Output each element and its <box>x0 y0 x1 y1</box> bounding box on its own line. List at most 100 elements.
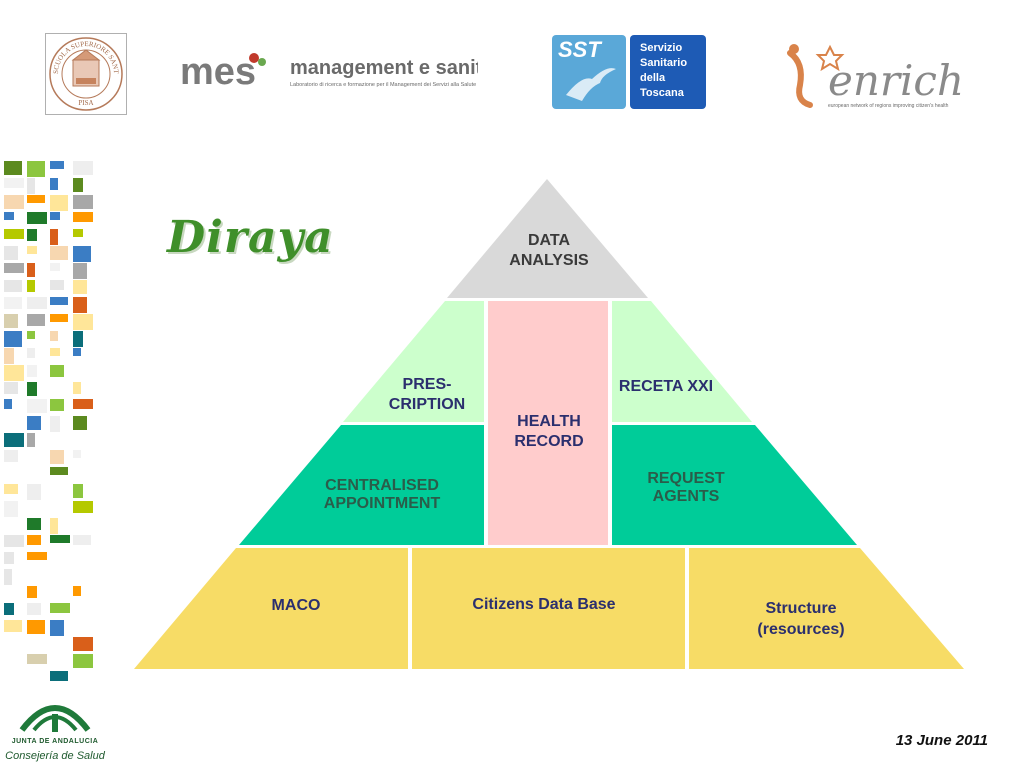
mosaic-tile <box>27 280 35 292</box>
mosaic-tile <box>4 501 18 517</box>
junta-line2: Consejería de Salud <box>5 750 105 762</box>
mosaic-tile <box>50 365 64 377</box>
scuola-superiore-sant-anna-seal-icon: SCUOLA SUPERIORE SANT'ANNA PISA <box>43 28 127 115</box>
label-citizens-data-base: Citizens Data Base <box>472 596 616 613</box>
label-centralised-line2: APPOINTMENT <box>323 495 441 512</box>
mosaic-tile <box>27 654 47 664</box>
mosaic-tile <box>73 348 81 356</box>
label-health-record-line1: HEALTH <box>517 413 581 430</box>
mosaic-tile <box>50 348 60 356</box>
sst-line3: della <box>640 72 666 84</box>
label-maco: MACO <box>271 597 321 614</box>
mosaic-tile <box>50 314 68 322</box>
mosaic-tile <box>4 195 24 209</box>
mosaic-tile <box>27 586 37 598</box>
mosaic-tile <box>73 314 93 330</box>
mosaic-tile <box>4 263 24 273</box>
mosaic-tile <box>4 535 24 547</box>
mosaic-tile <box>73 178 83 192</box>
mosaic-tile <box>50 280 64 290</box>
mosaic-tile <box>4 484 18 494</box>
mosaic-tile <box>50 518 58 534</box>
mosaic-tile <box>4 348 14 364</box>
mosaic-tile <box>73 654 93 668</box>
slide-date: 13 June 2011 <box>895 732 988 749</box>
label-data-analysis-line2: ANALYSIS <box>509 252 589 269</box>
mosaic-tile <box>73 535 91 545</box>
mosaic-tile <box>27 399 47 413</box>
mosaic-tile <box>73 280 87 294</box>
mosaic-tile <box>4 552 14 564</box>
mosaic-tile <box>50 246 68 260</box>
mosaic-tile <box>27 535 41 545</box>
mosaic-tile <box>50 603 70 613</box>
junta-line1: JUNTA DE ANDALUCIA <box>11 738 99 745</box>
sst-pegasus-logo-icon: SST Servizio Sanitario della Toscana <box>552 35 706 109</box>
sst-line4: Toscana <box>640 87 685 99</box>
mosaic-tile <box>4 365 24 381</box>
mosaic-tile <box>73 382 81 394</box>
mosaic-tile <box>73 484 83 498</box>
label-centralised-line1: CENTRALISED <box>325 477 439 494</box>
mosaic-tile <box>73 246 91 262</box>
mosaic-tile <box>4 280 22 292</box>
mosaic-tile <box>4 246 18 260</box>
mosaic-tile <box>50 416 60 432</box>
label-structure-resources: Structure (resources) <box>757 598 844 640</box>
mosaic-tile <box>4 399 12 409</box>
mosaic-tile <box>50 671 68 681</box>
mosaic-tile <box>73 331 83 347</box>
mosaic-tile <box>27 331 35 339</box>
mosaic-tile <box>50 450 64 464</box>
pyramid-right-lower-section <box>612 425 857 545</box>
mosaic-tile <box>27 229 37 241</box>
mosaic-tile <box>4 433 24 447</box>
mosaic-tile <box>73 416 87 430</box>
mosaic-tile <box>4 212 14 220</box>
mes-subtitle: Laboratorio di ricerca e formazione per … <box>290 82 476 88</box>
mosaic-tile <box>4 382 18 394</box>
mosaic-tile <box>73 399 93 409</box>
pyramid-left-lower-section <box>239 425 484 545</box>
mosaic-tile <box>4 314 18 328</box>
mosaic-tile <box>27 365 37 377</box>
label-structure-line2: (resources) <box>757 621 845 638</box>
label-receta-xxi: RECETA XXI <box>618 378 714 395</box>
label-data-analysis: DATA ANALYSIS <box>509 231 588 271</box>
mosaic-tile <box>73 501 93 513</box>
mosaic-tile <box>73 297 87 313</box>
mosaic-tile <box>27 518 41 530</box>
mosaic-tile <box>73 212 93 222</box>
mosaic-tile <box>4 450 18 462</box>
pyramid-base-right-section <box>689 548 964 669</box>
mosaic-tile <box>50 263 60 271</box>
mosaic-tile <box>50 178 58 190</box>
mosaic-tile <box>73 637 93 651</box>
mosaic-tile <box>27 263 35 277</box>
mosaic-tile <box>73 161 93 175</box>
mosaic-tile <box>4 620 22 632</box>
pyramid-base-center-section <box>412 548 685 669</box>
pyramid-right-upper-section <box>612 301 752 422</box>
mosaic-tile <box>27 212 47 224</box>
mosaic-tile <box>4 297 22 309</box>
mosaic-tile <box>27 484 41 500</box>
mosaic-tile <box>4 569 12 585</box>
mosaic-tile <box>4 178 24 188</box>
mosaic-tile <box>27 246 37 254</box>
mosaic-tile <box>50 399 64 411</box>
label-prescription: PRES- CRIPTION <box>389 375 465 415</box>
mosaic-tile <box>50 212 60 220</box>
mosaic-tile <box>73 195 93 209</box>
mosaic-tile <box>27 195 45 203</box>
label-prescription-line1: PRES- <box>402 376 452 393</box>
enrich-subtitle: european network of regions improving ci… <box>828 103 949 109</box>
mosaic-tile <box>73 450 81 458</box>
mosaic-tile <box>50 535 70 543</box>
label-health-record: HEALTH RECORD <box>514 412 583 452</box>
label-data-analysis-line1: DATA <box>527 232 571 249</box>
mosaic-tile <box>27 433 35 447</box>
mosaic-tile <box>50 467 68 475</box>
label-health-record-line2: RECORD <box>514 433 584 450</box>
